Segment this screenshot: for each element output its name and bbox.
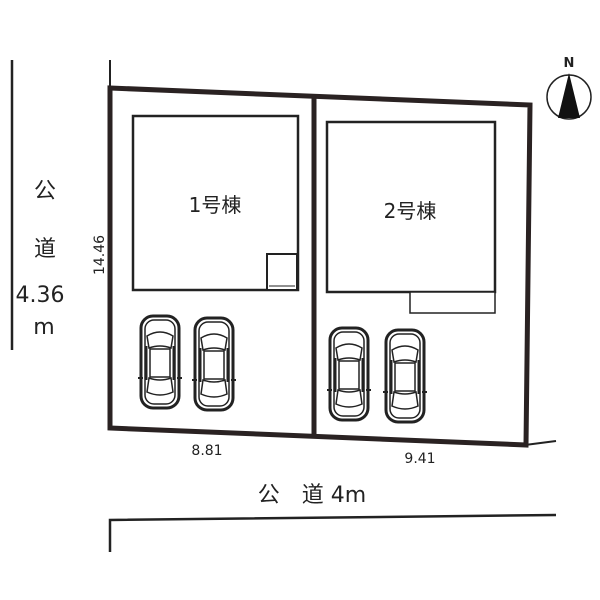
- depth-dimension: 14.46: [92, 235, 108, 275]
- parking-car-4: [381, 328, 429, 424]
- front-road-far-edge: [108, 513, 557, 552]
- parking-car-1: [136, 314, 184, 410]
- parking-car-3: [325, 326, 373, 422]
- front-road-label: 公 道 4m: [258, 483, 366, 508]
- north-arrow-icon: N: [546, 56, 592, 120]
- building-2-label: 2号棟: [384, 199, 437, 223]
- left-road-char-2: 道: [34, 237, 56, 262]
- front-road-side: [524, 440, 557, 446]
- building-1-entrance: [266, 253, 298, 291]
- left-road-width: 4.36: [16, 283, 65, 308]
- north-label: N: [564, 56, 575, 71]
- left-road-unit: m: [33, 315, 54, 340]
- parking-car-2: [190, 316, 238, 412]
- frontage-2-dimension: 9.41: [404, 451, 435, 467]
- lot-boundary: [107, 85, 533, 448]
- building-2-porch: [409, 291, 496, 314]
- frontage-1-dimension: 8.81: [191, 443, 222, 459]
- building-1-label: 1号棟: [189, 193, 242, 217]
- left-road-char-1: 公: [34, 179, 56, 204]
